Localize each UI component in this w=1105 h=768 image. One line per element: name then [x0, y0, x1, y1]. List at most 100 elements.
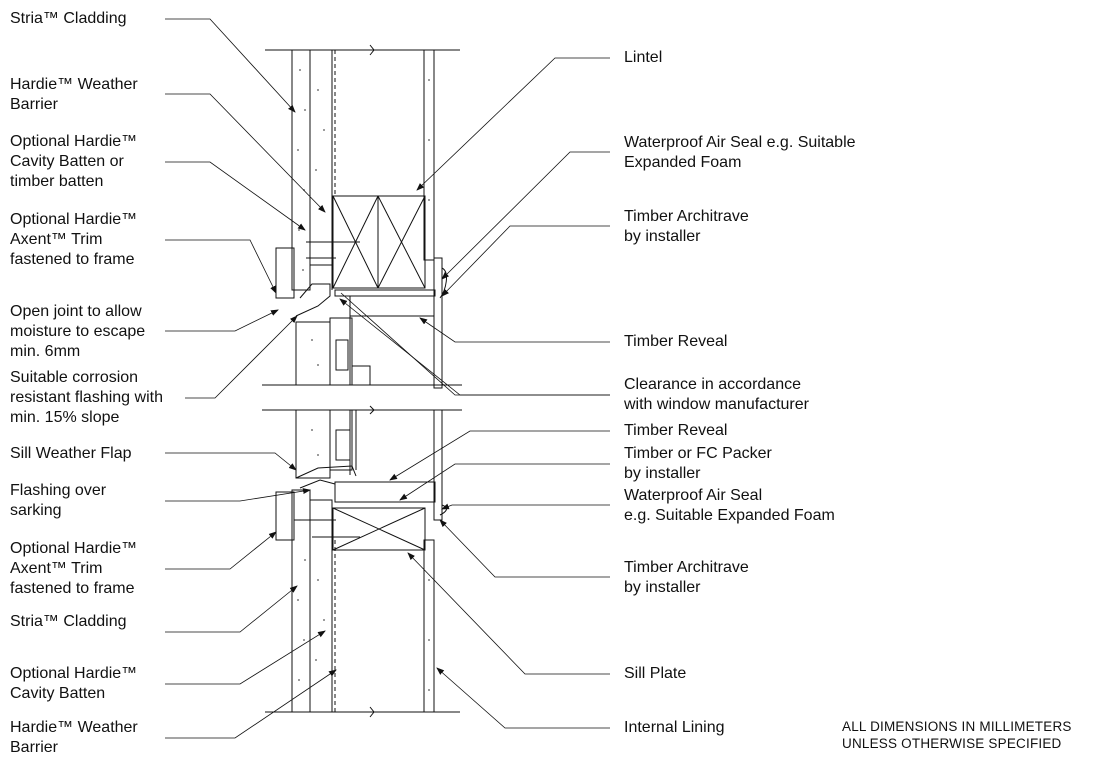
break-mark-top [369, 44, 375, 56]
label-architrave-top: Timber Architrave by installer [624, 207, 749, 247]
label-line: sarking [10, 502, 62, 519]
label-line: by installer [624, 228, 701, 245]
label-line: Cavity Batten [10, 685, 106, 702]
label-line: Timber Reveal [624, 422, 728, 439]
sill-flashing [299, 479, 336, 489]
leader-sill-plate [407, 552, 610, 675]
label-line: Sill Plate [624, 665, 687, 682]
label-weather-barrier-bottom: Hardie™ Weather Barrier [10, 718, 138, 758]
label-line: fastened to frame [10, 580, 135, 597]
leader-reveal-bottom [389, 430, 610, 481]
label-line: Stria™ Cladding [10, 10, 127, 27]
label-line: with window manufacturer [624, 396, 809, 413]
label-open-joint: Open joint to allow moisture to escape m… [10, 302, 145, 362]
label-line: min. 15% slope [10, 409, 120, 426]
internal-lining-bottom [423, 539, 435, 713]
label-line: Sill Weather Flap [10, 445, 132, 462]
stria-cladding-bottom [291, 489, 311, 713]
leader-stria-bottom [165, 585, 298, 633]
head-reveal [334, 289, 436, 297]
label-line: Timber or FC Packer [624, 445, 772, 462]
label-line: Expanded Foam [624, 154, 742, 171]
cavity-batten-bottom [309, 499, 333, 713]
cavity-batten-top [309, 49, 333, 266]
label-sill-plate: Sill Plate [624, 664, 686, 684]
architrave-top [433, 257, 443, 389]
label-line: Waterproof Air Seal e.g. Suitable [624, 134, 856, 151]
label-line: by installer [624, 579, 701, 596]
label-axent-trim-top: Optional Hardie™ Axent™ Trim fastened to… [10, 210, 137, 270]
label-line: fastened to frame [10, 251, 135, 268]
leader-stria-top [165, 18, 296, 113]
label-line: Flashing over [10, 482, 107, 499]
label-stria-cladding-bottom: Stria™ Cladding [10, 612, 127, 632]
label-air-seal-top: Waterproof Air Seal e.g. Suitable Expand… [624, 133, 856, 173]
label-weather-barrier-top: Hardie™ Weather Barrier [10, 75, 138, 115]
wall-layers [262, 44, 462, 718]
air-seal-bottom [439, 504, 447, 516]
label-corrosion-flashing: Suitable corrosion resistant flashing wi… [10, 368, 163, 428]
label-axent-trim-bottom: Optional Hardie™ Axent™ Trim fastened to… [10, 539, 137, 599]
air-seal-top [439, 267, 447, 299]
internal-lining-top [423, 49, 435, 261]
label-line: Axent™ Trim [10, 231, 103, 248]
leader-air-seal-top [441, 151, 610, 280]
break-mark-bottom [369, 706, 375, 718]
note-line: ALL DIMENSIONS IN MILLIMETERS [842, 719, 1072, 734]
label-architrave-bottom: Timber Architrave by installer [624, 558, 749, 598]
label-air-seal-bottom: Waterproof Air Seal e.g. Suitable Expand… [624, 486, 835, 526]
leader-corrosion-flashing [185, 315, 298, 399]
label-line: by installer [624, 465, 701, 482]
timber-reveal-top [349, 295, 435, 317]
label-packer: Timber or FC Packer by installer [624, 444, 772, 484]
label-reveal-bottom: Timber Reveal [624, 421, 727, 441]
label-line: Optional Hardie™ [10, 211, 138, 228]
leader-weather-barrier-bottom [165, 669, 337, 739]
leader-packer [399, 463, 610, 501]
leader-weather-barrier-top [165, 93, 326, 213]
label-line: Suitable corrosion [10, 369, 139, 386]
label-line: Optional Hardie™ [10, 540, 138, 557]
leader-axent-trim-top [165, 239, 277, 294]
label-line: Lintel [624, 49, 663, 66]
label-line: Timber Reveal [624, 333, 728, 350]
label-line: timber batten [10, 173, 104, 190]
leader-lintel [416, 57, 610, 191]
axent-trim-bottom [275, 491, 295, 541]
leader-reveal-top [419, 317, 610, 343]
label-line: Timber Architrave [624, 208, 749, 225]
label-line: Internal Lining [624, 719, 725, 736]
window-frame-upper [295, 321, 331, 386]
dimensions-note: ALL DIMENSIONS IN MILLIMETERS UNLESS OTH… [842, 718, 1072, 752]
label-cavity-batten-bottom: Optional Hardie™ Cavity Batten [10, 664, 137, 704]
label-line: e.g. Suitable Expanded Foam [624, 507, 835, 524]
label-clearance: Clearance in accordance with window manu… [624, 375, 809, 415]
label-sill-weather-flap: Sill Weather Flap [10, 444, 132, 464]
label-line: Hardie™ Weather [10, 719, 138, 736]
leader-air-seal-bottom [441, 503, 610, 510]
label-lintel: Lintel [624, 48, 662, 68]
label-line: Timber Architrave [624, 559, 749, 576]
axent-trim-top [275, 247, 295, 299]
label-flashing-sarking: Flashing over sarking [10, 481, 106, 521]
label-line: min. 6mm [10, 343, 81, 360]
leader-lines [165, 18, 610, 739]
label-line: Clearance in accordance [624, 376, 801, 393]
leader-cavity-batten-top [165, 161, 306, 231]
label-reveal-top: Timber Reveal [624, 332, 727, 352]
label-line: Stria™ Cladding [10, 613, 127, 630]
label-line: Optional Hardie™ [10, 665, 138, 682]
label-line: Open joint to allow [10, 303, 142, 320]
label-line: Hardie™ Weather [10, 76, 138, 93]
leader-cavity-batten-bottom [165, 630, 326, 685]
label-line: Optional Hardie™ [10, 133, 138, 150]
leader-architrave-bottom [439, 519, 610, 578]
label-line: moisture to escape [10, 323, 146, 340]
note-line: UNLESS OTHERWISE SPECIFIED [842, 736, 1062, 751]
leader-flashing-sarking [165, 488, 311, 502]
label-internal-lining: Internal Lining [624, 718, 725, 738]
architrave-bottom [433, 409, 443, 521]
label-line: Barrier [10, 96, 59, 113]
